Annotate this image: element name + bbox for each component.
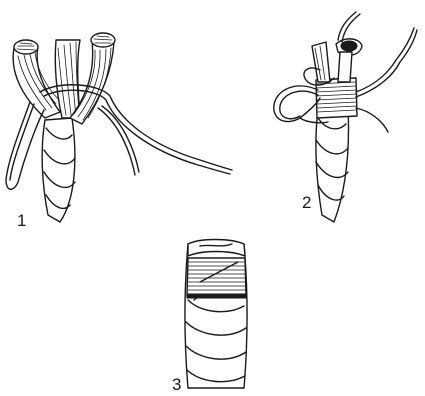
- step-1-label: 1: [17, 211, 26, 230]
- step-3-illustration: 3: [172, 240, 247, 395]
- step-2-label: 2: [302, 193, 311, 212]
- step-3-whipping: [187, 240, 246, 299]
- step-2-illustration: 2: [274, 12, 417, 222]
- step-1-rope-body: [42, 118, 75, 222]
- step-3-label: 3: [172, 375, 181, 394]
- step-1-left-strand: [13, 40, 60, 118]
- step-1-illustration: 1: [6, 33, 232, 230]
- step-2-strand-ends: [312, 39, 362, 82]
- step-1-middle-strand: [55, 40, 80, 118]
- step-2-rope-body: [316, 108, 349, 222]
